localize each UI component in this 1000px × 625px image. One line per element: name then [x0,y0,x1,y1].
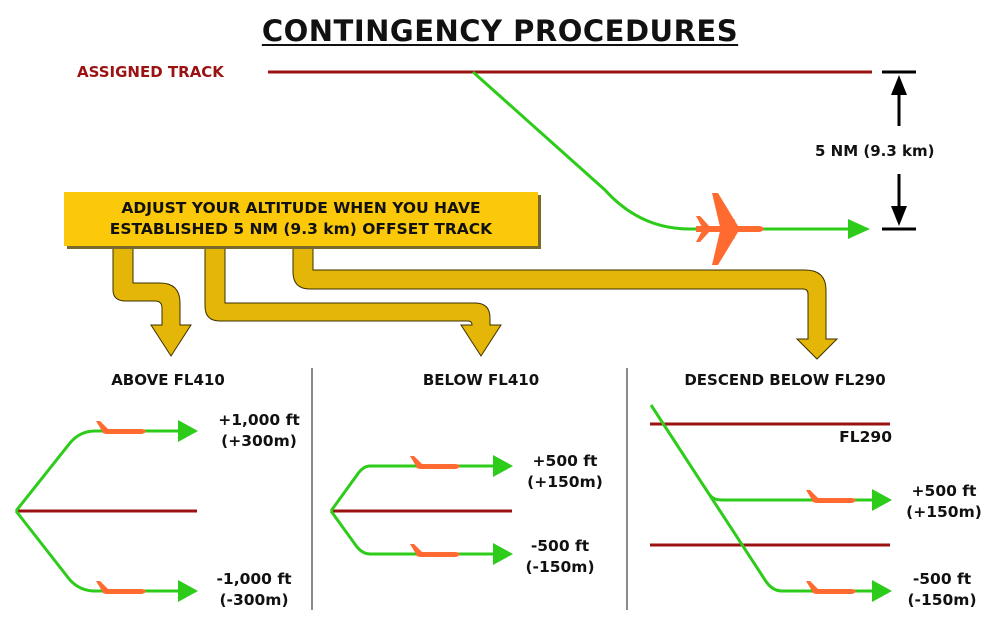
arrowhead [178,420,198,442]
panel-heading-descend-fl290: DESCEND BELOW FL290 [684,371,886,389]
arrow-to-above-fl410 [112,247,192,357]
altitude-offset-label: -500 ft (-150m) [505,536,615,578]
offset-m: (+150m) [906,503,982,521]
offset-distance-label: 5 NM (9.3 km) [815,142,935,160]
offset-path-arrowhead [848,219,870,239]
page-title: CONTINGENCY PROCEDURES [0,14,1000,48]
arrow-to-descend-fl290 [292,247,839,360]
upper-branch-path [708,494,875,502]
altitude-offset-label: +1,000 ft (+300m) [203,410,315,452]
offset-m: (+150m) [527,473,603,491]
arrowhead [872,489,892,511]
instruction-line-1: ADJUST YOUR ALTITUDE WHEN YOU HAVE [121,199,481,217]
offset-m: (-300m) [219,591,289,609]
aircraft-side-icon [806,581,856,594]
panel-heading-above-fl410: ABOVE FL410 [111,371,225,389]
aircraft-side-icon [96,421,146,434]
panel-heading-below-fl410: BELOW FL410 [422,371,540,389]
assigned-track-label: ASSIGNED TRACK [77,63,224,81]
offset-ft: +500 ft [532,452,598,470]
aircraft-side-icon [806,490,856,503]
offset-m: (+300m) [221,432,297,450]
instruction-line-2: ESTABLISHED 5 NM (9.3 km) OFFSET TRACK [109,220,493,238]
title-text: CONTINGENCY PROCEDURES [261,14,739,48]
instruction-box: ADJUST YOUR ALTITUDE WHEN YOU HAVE ESTAB… [64,192,538,246]
distance-dimension-icon [882,70,916,231]
offset-ft: -500 ft [530,537,590,555]
arrow-to-below-fl410 [204,247,502,357]
offset-ft: +500 ft [911,482,977,500]
arrowhead [493,543,513,565]
descend-path [329,510,495,556]
aircraft-side-icon [96,581,146,594]
aircraft-top-view-icon [696,193,764,265]
offset-path [472,70,850,231]
climb-path [329,464,495,512]
altitude-offset-label: -500 ft (-150m) [887,569,997,611]
offset-ft: -1,000 ft [216,570,292,588]
descent-path [649,404,875,593]
descend-path [14,510,180,593]
offset-m: (-150m) [525,558,595,576]
arrowhead [178,580,198,602]
climb-path [14,429,180,512]
arrowhead [493,455,513,477]
arrowhead [872,580,892,602]
offset-m: (-150m) [907,591,977,609]
fl290-label: FL290 [839,428,892,446]
altitude-offset-label: -1,000 ft (-300m) [198,569,310,611]
offset-ft: +1,000 ft [218,411,300,429]
altitude-offset-label: +500 ft (+150m) [510,451,620,493]
aircraft-side-icon [410,544,460,557]
aircraft-side-icon [410,456,460,469]
altitude-offset-label: +500 ft (+150m) [889,481,999,523]
offset-ft: -500 ft [912,570,972,588]
